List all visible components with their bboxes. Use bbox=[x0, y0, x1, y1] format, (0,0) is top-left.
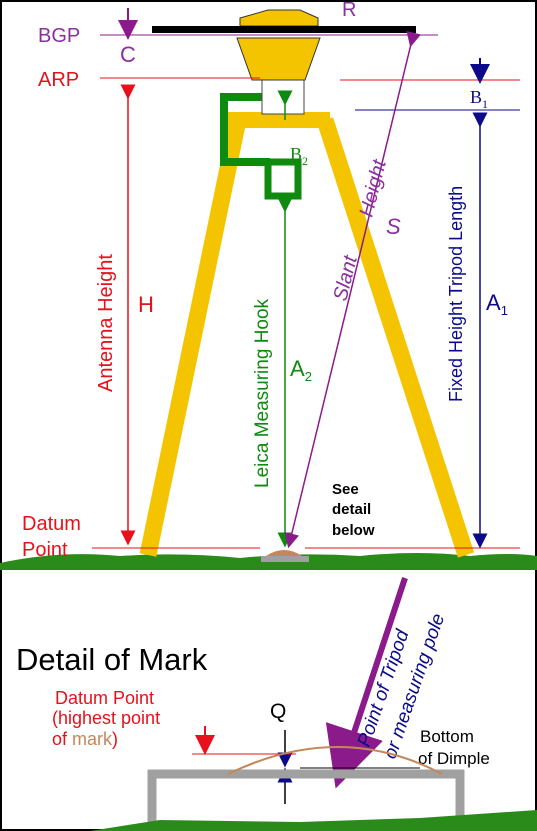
antenna-dome bbox=[239, 9, 319, 27]
antenna-mount bbox=[261, 79, 305, 115]
label-r: R bbox=[342, 0, 356, 21]
label-height: Height bbox=[356, 156, 392, 219]
label-antenna-height: Antenna Height bbox=[95, 254, 117, 392]
point-of-tripod-arrow bbox=[325, 577, 408, 789]
label-a1: A1 bbox=[486, 290, 508, 318]
mark-monument bbox=[147, 769, 465, 831]
tripod-leg-left bbox=[139, 118, 247, 557]
label-c: C bbox=[120, 42, 136, 67]
label-b2: B2 bbox=[290, 144, 308, 168]
ground-plane-disc bbox=[152, 26, 416, 33]
label-see: See bbox=[332, 481, 359, 498]
leica-hook-bracket bbox=[220, 93, 270, 166]
label-q: Q bbox=[270, 700, 286, 723]
label-highest-point: (highest point bbox=[52, 708, 160, 728]
datum-mark-small bbox=[266, 550, 302, 556]
label-b1: B1 bbox=[470, 87, 488, 111]
detail-title: Detail of Mark bbox=[16, 642, 208, 677]
label-bgp: BGP bbox=[38, 25, 80, 47]
antenna-body bbox=[236, 37, 321, 81]
label-arp: ARP bbox=[38, 69, 79, 91]
label-a2: A2 bbox=[290, 356, 312, 384]
label-of-mark: of mark) bbox=[52, 729, 118, 749]
label-bottom: Bottom bbox=[420, 727, 474, 746]
datum-mark-base bbox=[261, 556, 309, 562]
label-fixed-tripod: Fixed Height Tripod Length bbox=[446, 186, 466, 402]
bottom-ground bbox=[90, 810, 537, 831]
mark-dome bbox=[227, 746, 443, 775]
label-slant: Slant bbox=[330, 252, 363, 303]
label-s: S bbox=[386, 214, 401, 239]
label-datum: Datum bbox=[22, 513, 81, 535]
leica-hook-square bbox=[264, 158, 302, 200]
label-h: H bbox=[138, 292, 154, 317]
label-point: Point bbox=[22, 539, 68, 561]
slant-height-arrow bbox=[284, 30, 422, 549]
label-of-dimple: of Dimple bbox=[418, 749, 490, 768]
label-leica-hook: Leica Measuring Hook bbox=[252, 298, 273, 488]
label-datum-point-detail: Datum Point bbox=[55, 688, 154, 708]
label-below: below bbox=[332, 522, 375, 539]
label-detail: detail bbox=[332, 501, 371, 518]
